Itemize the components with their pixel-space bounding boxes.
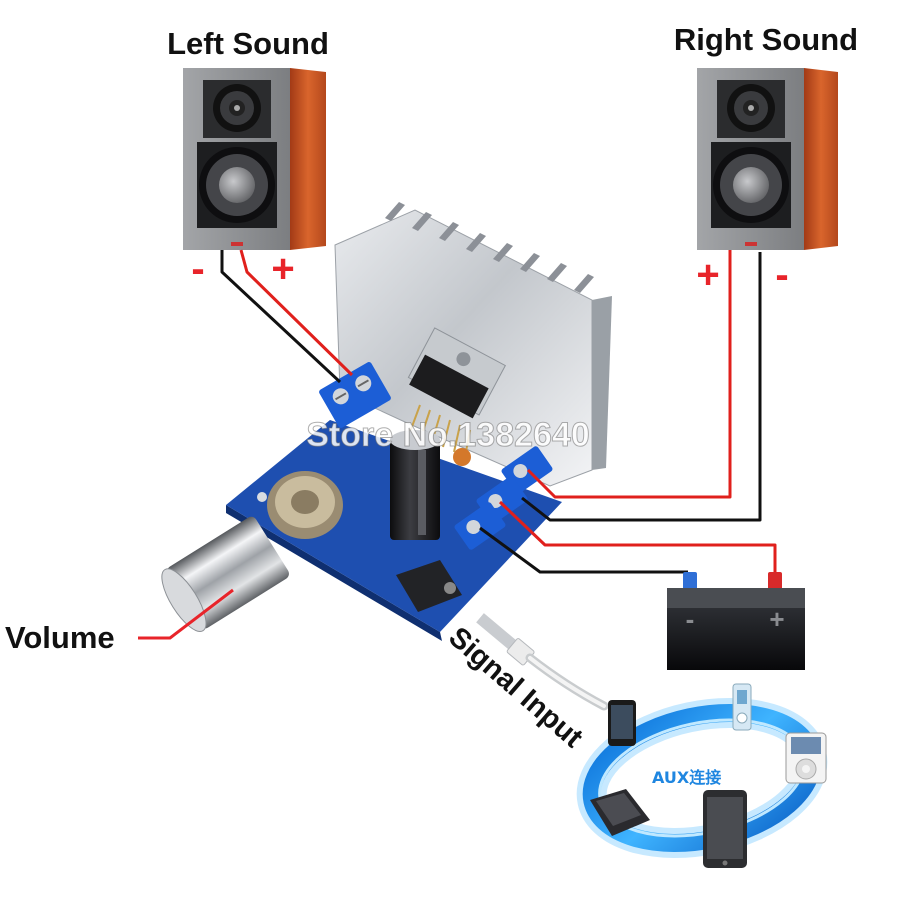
amplifier-ic-chip <box>407 327 507 419</box>
ipod-icon <box>785 732 827 784</box>
speaker-brand-badge <box>231 242 243 246</box>
smartphone-icon <box>608 700 636 746</box>
battery-negative-terminal <box>683 572 697 590</box>
tweeter-center <box>748 105 754 111</box>
right-speaker-minus-sign: - <box>775 253 788 297</box>
heatsink-side <box>592 296 612 470</box>
left-speaker-minus-sign: - <box>191 247 204 291</box>
pcb-mount-hole <box>257 492 267 502</box>
left-speaker-title: Left Sound <box>167 26 329 61</box>
pcb-edge <box>226 505 442 641</box>
electrolytic-capacitor <box>390 430 440 540</box>
volume-knob <box>161 516 289 632</box>
speaker-wood-side <box>290 68 326 250</box>
left-speaker <box>183 68 326 250</box>
audio-cable-highlight <box>528 656 606 708</box>
tweeter-center <box>234 105 240 111</box>
right-speaker-red-wire <box>526 250 732 499</box>
power-terminal-negative <box>454 502 506 550</box>
right-speaker-title: Right Sound <box>674 22 858 57</box>
speaker-wood-side <box>804 68 838 250</box>
volume-label: Volume <box>5 620 115 655</box>
left-speaker-black-wire <box>220 250 342 384</box>
battery: - + <box>667 572 805 670</box>
aux-connection-label: AUX连接 <box>652 768 721 787</box>
battery-lid <box>667 588 805 610</box>
audio-jack <box>396 560 462 612</box>
ic-pins <box>409 404 471 458</box>
battery-black-wire <box>479 526 688 574</box>
woofer-cone <box>733 167 769 203</box>
battery-red-wire <box>498 500 777 575</box>
mp3-player-icon <box>732 683 752 731</box>
aux-device-ring: AUX连接 <box>576 683 828 868</box>
left-speaker-plus-sign: + <box>271 247 294 291</box>
battery-minus-sign: - <box>686 604 695 634</box>
laptop-icon <box>590 789 650 836</box>
battery-plus-sign: + <box>769 604 784 634</box>
ceramic-capacitor <box>453 448 471 466</box>
tablet-phone-icon <box>703 790 747 868</box>
right-speaker-black-wire <box>521 252 762 522</box>
volume-pointer-line <box>138 588 234 640</box>
potentiometer <box>267 471 343 539</box>
right-speaker-plus-sign: + <box>696 253 719 297</box>
store-watermark: Store No.1382640 <box>306 416 590 454</box>
heatsink <box>334 202 612 487</box>
battery-body <box>667 608 805 670</box>
right-speaker <box>697 68 838 250</box>
left-speaker-red-wire <box>239 249 354 377</box>
left-speaker-terminal-block <box>319 362 391 428</box>
battery-positive-terminal <box>768 572 782 590</box>
heatsink-fins <box>385 202 594 293</box>
right-terminal-blocks <box>454 446 553 550</box>
woofer-cone <box>219 167 255 203</box>
speaker-brand-badge <box>745 242 757 246</box>
